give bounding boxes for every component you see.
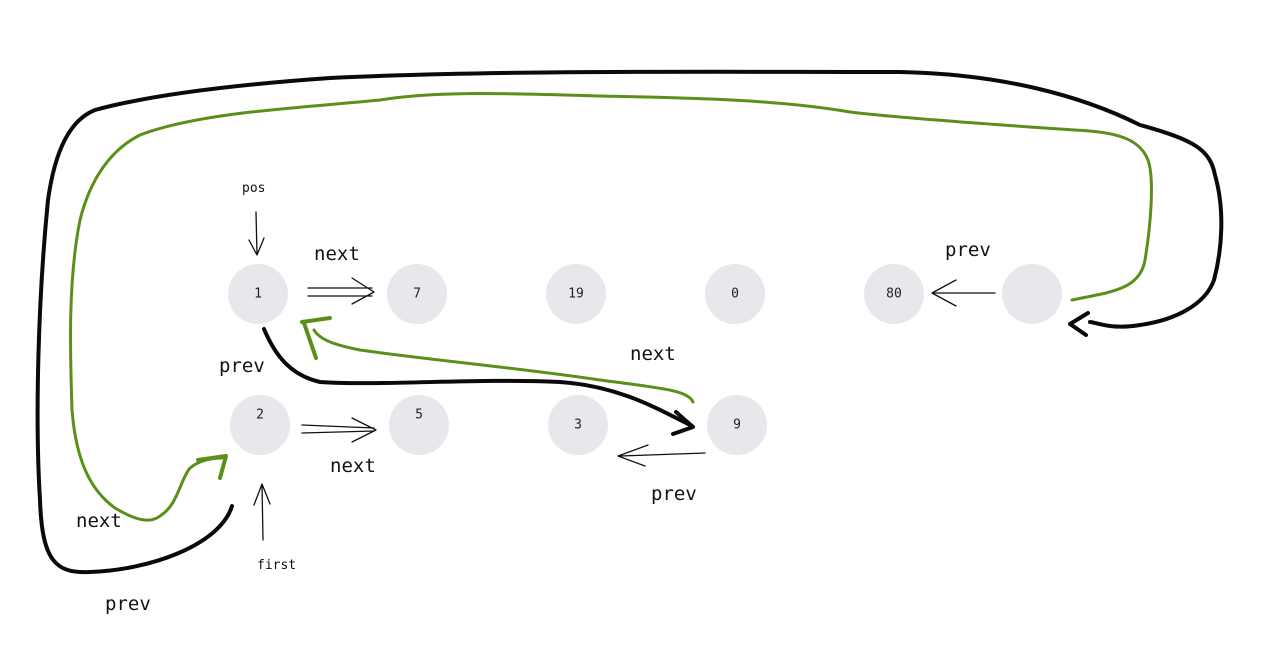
node-3: 3 [548, 395, 608, 455]
node-2: 2 [230, 395, 290, 455]
node-19-value: 19 [568, 287, 584, 302]
node-0-value: 0 [731, 287, 739, 302]
next-link-arrowhead-node2 [196, 454, 228, 480]
label-prev-node1: prev [219, 355, 265, 377]
prev-link-first-to-last [35, 69, 1224, 575]
node-2-value: 2 [256, 408, 264, 423]
node-7-value: 7 [413, 287, 421, 302]
label-next-node9: next [630, 343, 676, 365]
node-19: 19 [546, 264, 606, 324]
next-link-last-to-first [68, 92, 1153, 522]
node-5: 5 [389, 395, 449, 455]
pos-pointer-arrow [248, 211, 265, 256]
link-node1-to-node9 [262, 327, 694, 428]
node-9-value: 9 [733, 418, 741, 433]
arrow-last-to-80 [931, 279, 996, 307]
node-80: 80 [864, 264, 924, 324]
link-node9-arrowhead [671, 410, 695, 436]
node-last [1002, 264, 1062, 324]
node-80-value: 80 [886, 287, 902, 302]
label-prev-9-3: prev [651, 483, 697, 505]
node-1-value: 1 [254, 287, 262, 302]
node-7: 7 [387, 264, 447, 324]
link-node1-arrowhead [300, 316, 332, 360]
link-node9-to-node1 [312, 328, 695, 404]
node-0: 0 [705, 264, 765, 324]
node-9: 9 [707, 395, 767, 455]
label-next-2-5: next [330, 455, 376, 477]
node-1: 1 [228, 264, 288, 324]
label-pos: pos [242, 181, 265, 196]
arrow-1-to-7 [307, 277, 375, 305]
label-prev-bottom: prev [105, 593, 151, 615]
label-prev-80-last: prev [945, 239, 991, 261]
first-pointer-arrow [253, 483, 271, 541]
arrow-9-to-3 [617, 444, 706, 467]
label-first: first [257, 558, 296, 573]
prev-link-arrowhead [1068, 311, 1090, 337]
node-5-value: 5 [415, 408, 423, 423]
label-next-1-7: next [314, 243, 360, 265]
node-3-value: 3 [574, 418, 582, 433]
label-next-left: next [76, 510, 122, 532]
arrow-2-to-5 [301, 417, 377, 443]
